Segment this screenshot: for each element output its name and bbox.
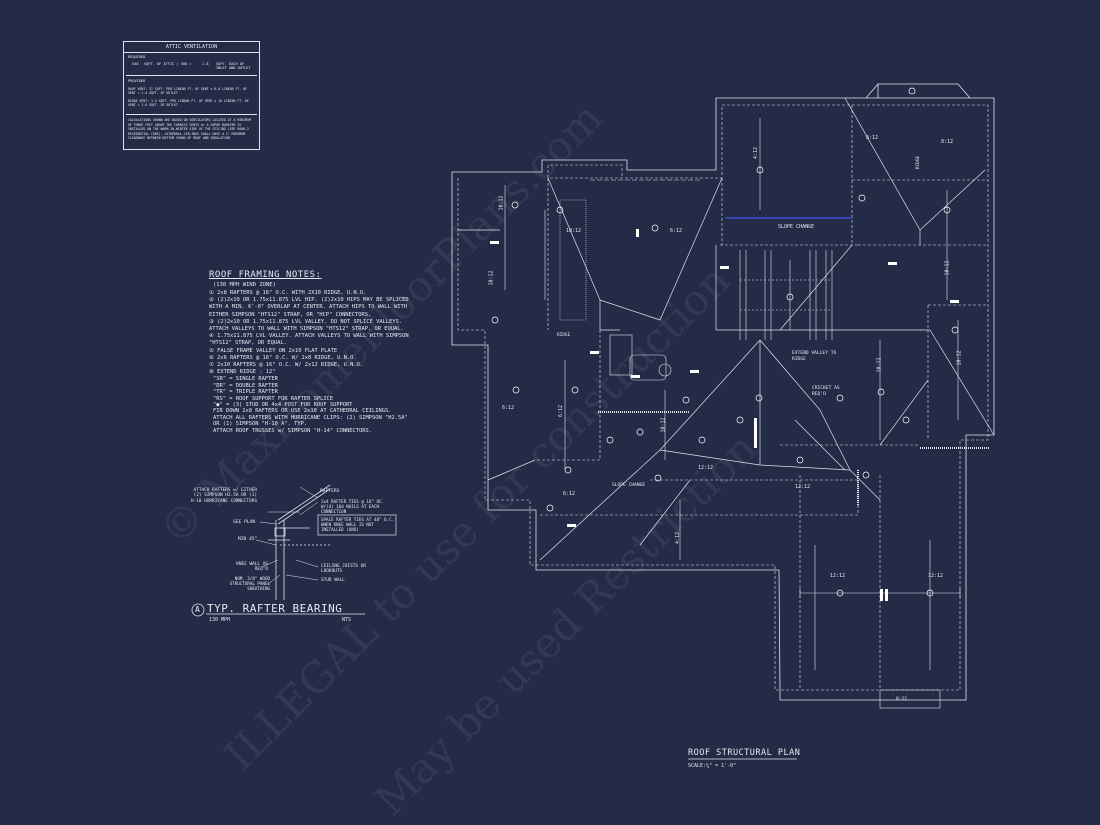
pitch-label: 12:12: [830, 573, 846, 579]
note-item: ⑤ FALSE FRAME VALLEY ON 2x10 FLAT PLATE: [209, 347, 338, 354]
detail-label-attach: ATTACH RAFTERS w/ EITHER (2) SIMPSON H2.…: [190, 488, 257, 504]
attic-ventilation-title: ATTIC VENTILATION: [124, 42, 259, 53]
pitch-label: 12:12: [698, 465, 714, 471]
note-item: ④ 1.75x11.875 LVL VALLEY. ATTACH VALLEYS…: [209, 333, 409, 347]
label-ridge-left: RIDGE: [557, 333, 571, 338]
detail-label-knee: KNEE WALL AS REQ'D: [236, 562, 268, 572]
required-result: 1.8: [202, 62, 209, 66]
pitch-label: 4:12: [753, 146, 760, 160]
pitch-label: 10:12: [660, 417, 667, 433]
label-cricket: CRICKET AS REQ'D: [812, 386, 840, 397]
pitch-label: 10:12: [488, 270, 495, 286]
legend-item: "DR" = DOUBLE RAFTER: [213, 382, 278, 389]
roof-framing-notes: ROOF FRAMING NOTES: (130 MPH WIND ZONE) …: [209, 270, 409, 434]
note-item: ⑧ EXTEND RIDGE : 12": [209, 369, 276, 376]
divider: [126, 75, 257, 76]
label-slope-change-left: SLOPE CHANGE: [612, 483, 646, 488]
detail-label-space: SPACE RAFTER TIES AT 48" O.C. WHEN KNEE …: [321, 517, 395, 532]
detail-label-see-plan: SEE PLAN: [233, 520, 256, 525]
post-markers: [490, 229, 959, 601]
label-slope-change-top: SLOPE CHANGE: [778, 224, 815, 230]
detail-label-ties: 2x4 RAFTER TIES @ 16" OC. W/(4) 16d NAIL…: [321, 499, 385, 514]
pitch-label: 8:12: [941, 139, 954, 145]
pitch-label: 6:12: [563, 491, 576, 497]
note-item: ⑦ 2x10 RAFTERS @ 16" O.C. W/ 2x12 RIDGE,…: [209, 362, 364, 369]
legend-item: "TR" = TRIPLE RAFTER: [213, 389, 278, 396]
divider: [126, 114, 257, 115]
detail-scale: NTS: [342, 617, 352, 623]
required-value: 540: [132, 62, 139, 66]
legend-item: FIR DOWN 2x8 RAFTERS OR USE 2x10 AT CATH…: [213, 408, 392, 415]
pitch-label: 10:12: [956, 350, 963, 366]
note-item: ⑥ 2x6 RAFTERS @ 16" O.C. W/ 2x8 RIDGE, U…: [209, 354, 357, 361]
detail-label-ceiling: CEILING JOISTS OR LOOKOUTS: [321, 564, 366, 574]
pitch-label: 10:12: [566, 228, 582, 234]
notes-zone: (130 MPH WIND ZONE): [213, 282, 276, 288]
pitch-label: 10:12: [876, 357, 883, 373]
note-item: ③ (2)2x10 OR 1.75x11.875 LVL VALLEY. DO …: [209, 318, 404, 333]
detail-label-osb: NOM. 3/8" WOOD STRUCTURAL PANEL SHEATHIN…: [229, 576, 270, 591]
detail-label-stud: STUD WALL: [321, 578, 345, 583]
plan-title: ROOF STRUCTURAL PLAN: [688, 748, 801, 758]
note-item: ① 2x8 RAFTERS @ 16" O.C. WITH 2X10 RIDGE…: [209, 290, 367, 296]
detail-subtitle: 130 MPH: [209, 617, 231, 623]
note-item: ② (2)2x10 OR 1.75x11.875 LVL HIP. (2)2x1…: [209, 297, 409, 318]
ventilation-note: CALCULATIONS SHOWN ARE BASED ON VENTILAT…: [128, 118, 251, 141]
pitch-label: 10:12: [944, 260, 951, 276]
legend-item: "●" = (3) STUD OR 4x4 POST FOR ROOF SUPP…: [213, 402, 353, 409]
detail-label-rafters: RAFTERS: [320, 489, 340, 494]
required-text: SQFT. OF ATTIC / 300 =: [144, 62, 192, 66]
pitch-label: 6:12: [502, 405, 515, 411]
rafter-callouts: [491, 87, 959, 597]
legend-item: ATTACH ROOF TRUSSES w/ SIMPSON "H-14" CO…: [213, 427, 373, 434]
roof-vent-line: ROOF VENT: 37 SQFT. PER LINEAR FT. OF VE…: [128, 87, 247, 96]
pitch-label: 12:12: [928, 573, 944, 579]
legend-item: ATTACH ALL RAFTERS WITH HURRICANE CLIPS:…: [213, 414, 408, 428]
pitch-label: 8:12: [866, 135, 879, 141]
ridge-vent-line: RIDGE VENT: 1.5 SQFT. PER LINEAR FT. OF …: [128, 99, 249, 108]
required-label: REQUIRED: [128, 55, 146, 59]
legend-item: "RS" = ROOF SUPPORT FOR RAFTER SPLICE: [213, 395, 334, 402]
detail-title: TYP. RAFTER BEARING: [207, 602, 343, 615]
label-extend-valley: EXTEND VALLEY TO RIDGE: [792, 351, 837, 362]
roof-plan: [451, 83, 995, 760]
detail-label-min45: MIN 45°: [238, 537, 258, 542]
provided-label: PROVIDED: [128, 79, 146, 83]
label-ridge-top: RIDGE: [916, 155, 922, 170]
notes-title: ROOF FRAMING NOTES:: [209, 270, 322, 280]
attic-ventilation-table: ATTIC VENTILATION REQUIRED 540 SQFT. OF …: [123, 41, 260, 150]
pitch-label: 8:12: [896, 697, 908, 702]
rafter-bearing-detail: [191, 484, 397, 617]
pitch-label: 6:12: [670, 228, 683, 234]
pitch-label: 12:12: [795, 484, 811, 490]
plan-scale: SCALE:¼" = 1'-0": [688, 763, 737, 769]
required-tail: SQFT. EACH OF INLET AND OUTLET: [216, 62, 251, 70]
detail-tag: A: [195, 605, 200, 614]
legend-item: "SR" = SINGLE RAFTER: [213, 376, 278, 383]
